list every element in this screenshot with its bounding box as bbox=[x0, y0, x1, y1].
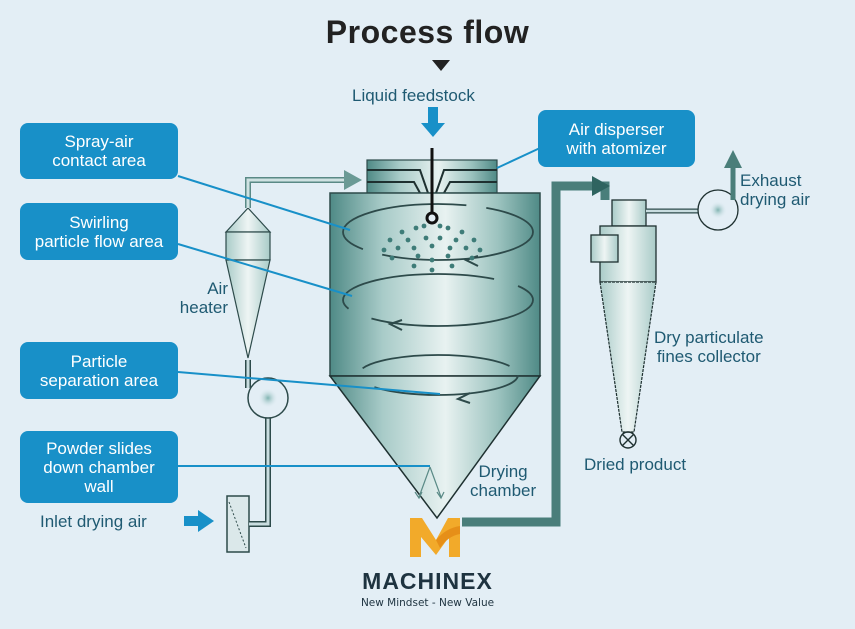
title-down-arrow-icon bbox=[432, 60, 450, 71]
fines-collector bbox=[590, 199, 657, 449]
callout-swirling-particle-flow-area: Swirling particle flow area bbox=[20, 203, 178, 260]
drying-chamber-label: Drying chamber bbox=[470, 462, 537, 500]
fines-collector-label: Dry particulate fines collector bbox=[654, 328, 764, 366]
exhaust-drying-air-label: Exhaust drying air bbox=[740, 171, 810, 209]
duct-flow-arrow-icon bbox=[592, 176, 610, 196]
callout-powder-slides-down: Powder slides down chamber wall bbox=[20, 431, 178, 503]
air-heater bbox=[224, 207, 272, 359]
callout-spray-air-contact-area: Spray-air contact area bbox=[20, 123, 178, 179]
callout-air-disperser: Air disperser with atomizer bbox=[538, 110, 695, 167]
outlet-duct bbox=[462, 181, 610, 527]
inlet-pipe bbox=[249, 405, 271, 527]
callout-text: Spray-air contact area bbox=[52, 132, 146, 170]
brand-name: MACHINEX bbox=[362, 568, 493, 594]
drying-chamber bbox=[328, 148, 542, 520]
exhaust-fan bbox=[697, 189, 739, 231]
dried-product-label: Dried product bbox=[584, 455, 687, 474]
inlet-arrow-icon bbox=[184, 510, 214, 532]
dried-product-valve-icon bbox=[619, 431, 637, 449]
feedstock-arrow-icon bbox=[421, 107, 445, 137]
inlet-drying-air-label: Inlet drying air bbox=[40, 512, 147, 531]
diagram-title: Process flow bbox=[325, 14, 530, 50]
spray-droplets bbox=[381, 223, 483, 273]
callout-text: Air disperser with atomizer bbox=[566, 119, 667, 158]
callout-text: Particle separation area bbox=[39, 351, 159, 390]
callout-particle-separation-area: Particle separation area bbox=[20, 342, 178, 399]
machinex-logo-icon bbox=[410, 518, 460, 557]
exhaust-arrow-icon bbox=[724, 150, 742, 168]
callout-text: Swirling particle flow area bbox=[34, 212, 164, 251]
leader-lines bbox=[177, 147, 541, 467]
air-heater-label: Air heater bbox=[179, 279, 228, 317]
callout-text: Powder slides down chamber wall bbox=[43, 438, 155, 496]
inlet-filter bbox=[226, 495, 250, 553]
inlet-fan bbox=[247, 377, 289, 419]
liquid-feedstock-label: Liquid feedstock bbox=[352, 86, 475, 105]
hot-air-arrow-icon bbox=[344, 170, 362, 190]
brand-tagline: New Mindset - New Value bbox=[360, 597, 495, 609]
